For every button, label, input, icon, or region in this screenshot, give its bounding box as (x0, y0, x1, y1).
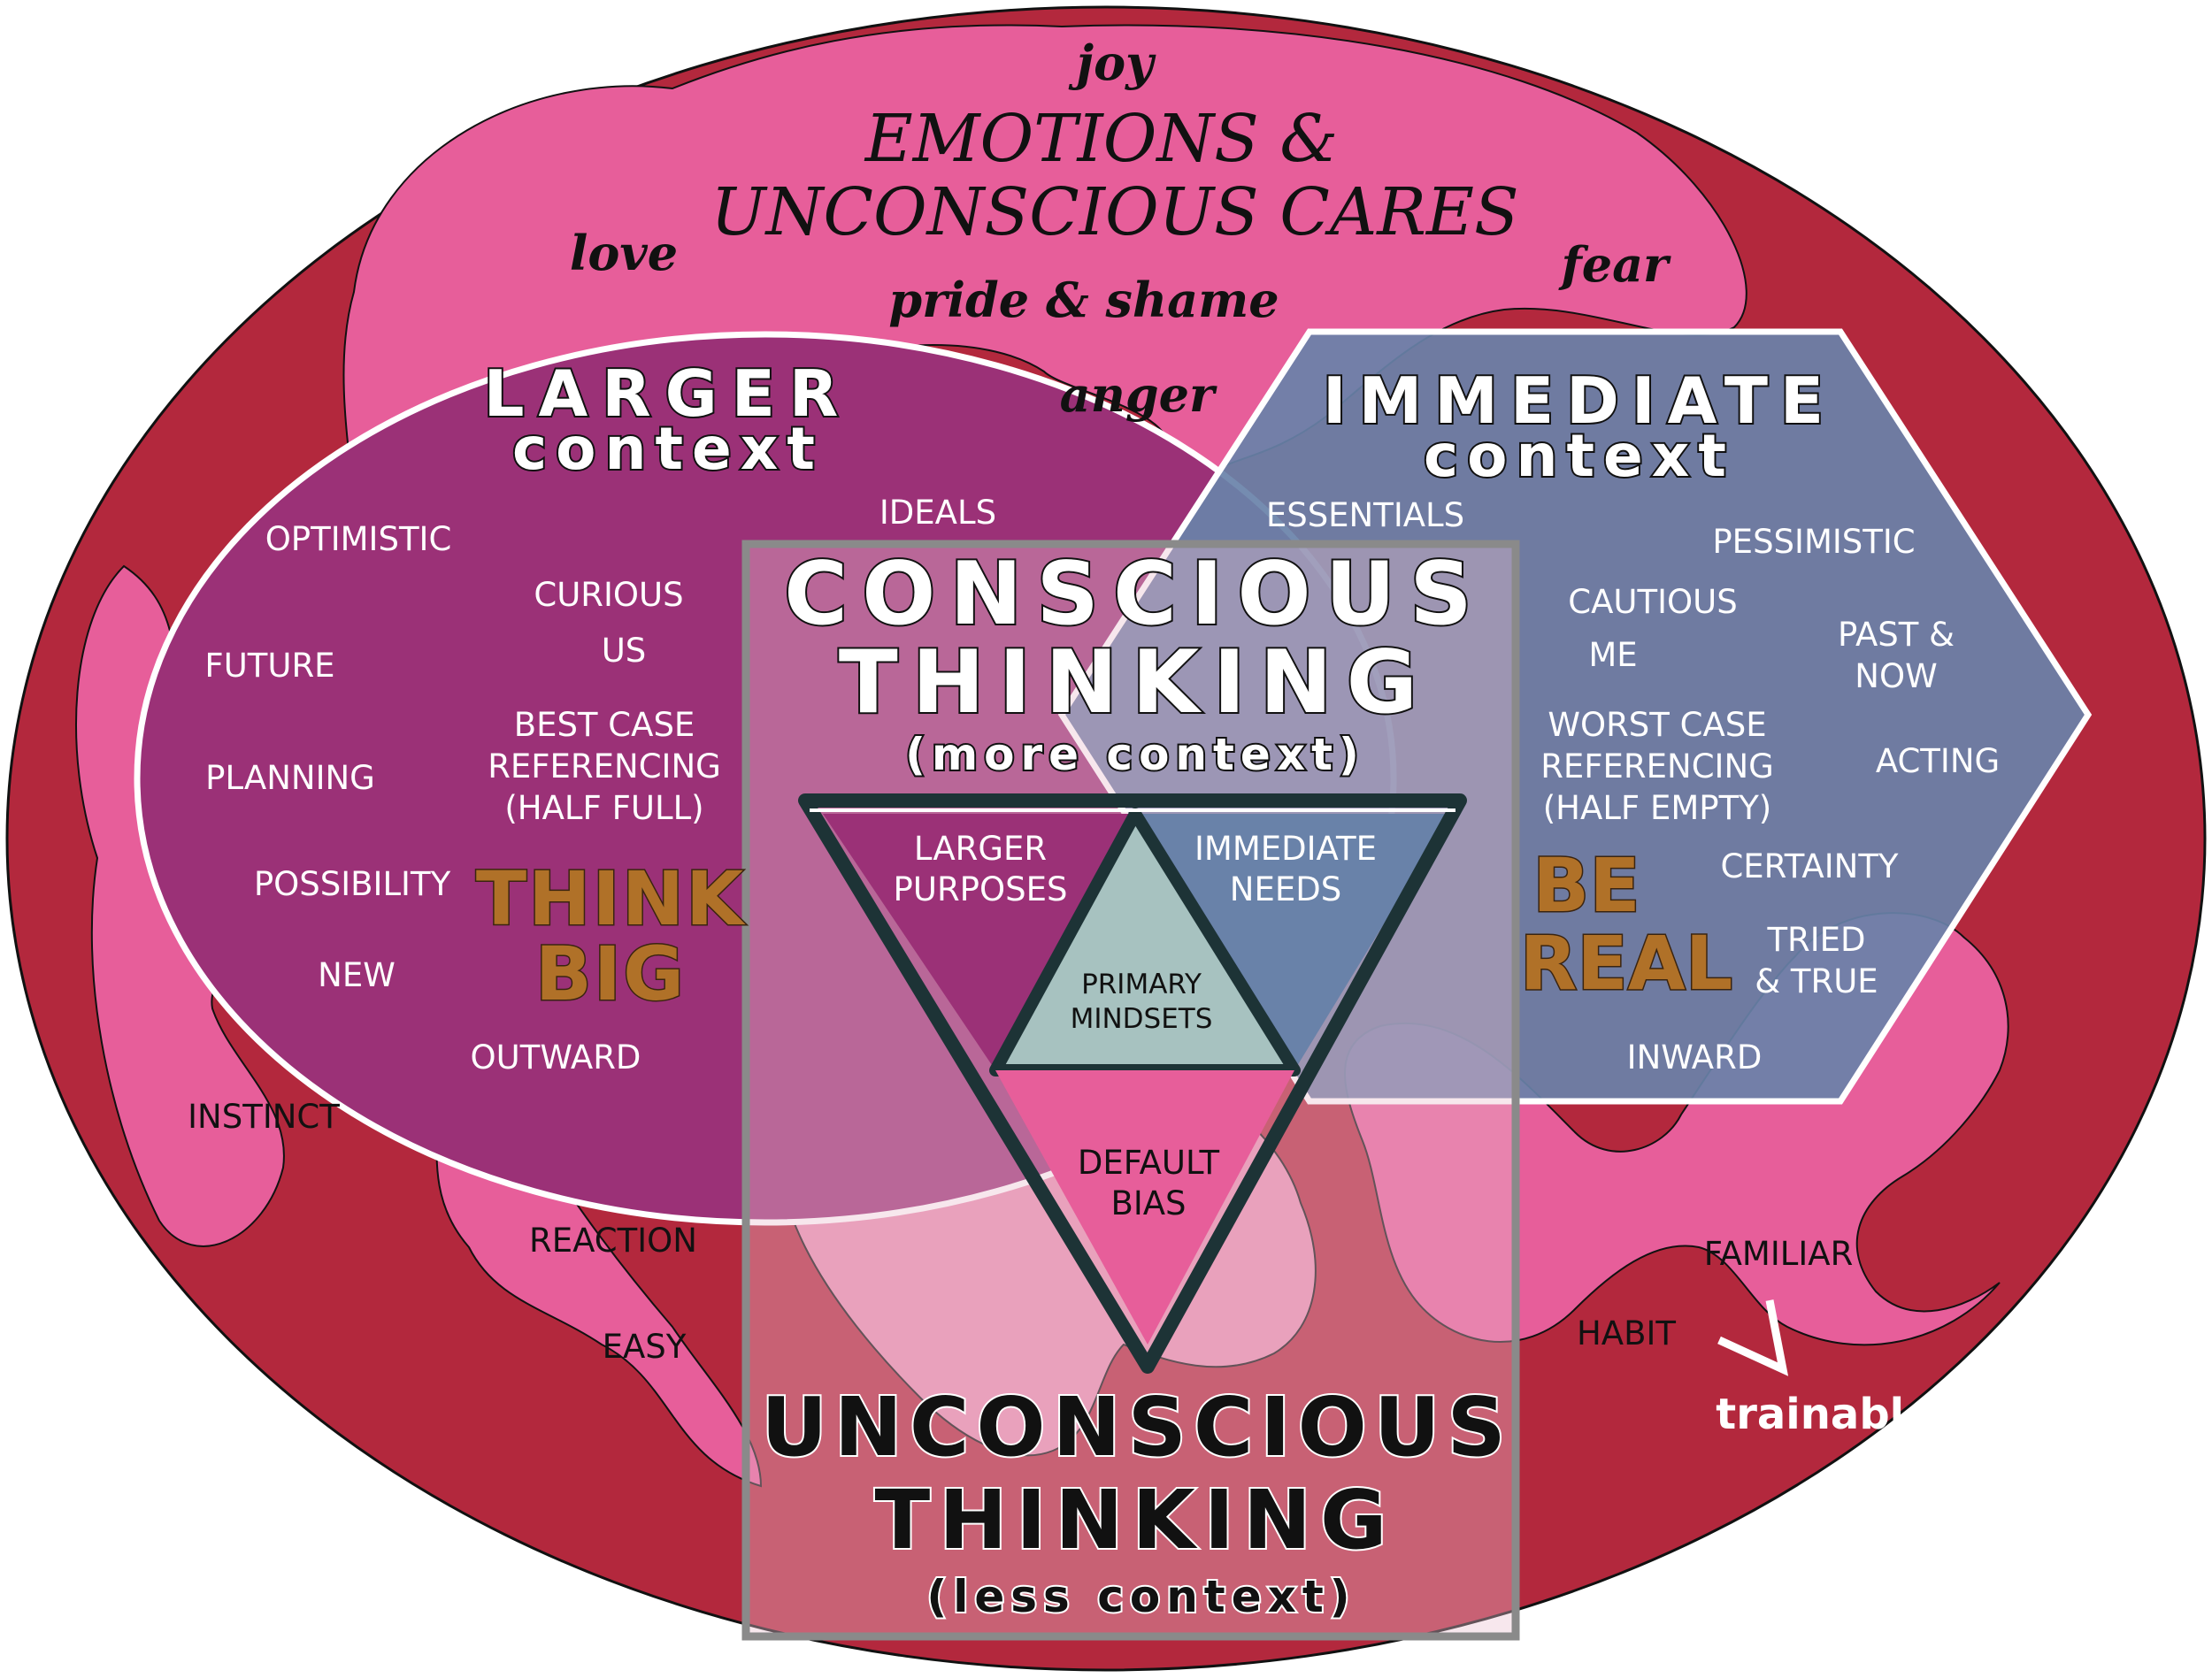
be-real-line2: REAL (1520, 920, 1733, 1007)
label-habit: HABIT (1577, 1314, 1676, 1352)
larger-curious: CURIOUS (534, 576, 683, 614)
label-instinct: INSTINCT (188, 1098, 340, 1136)
larger-context-title: LARGER (484, 356, 853, 431)
conscious-title-line1: CONSCIOUS (784, 544, 1486, 645)
emotion-love: love (570, 225, 678, 281)
larger-outward: OUTWARD (471, 1038, 641, 1077)
emotion-joy: joy (1069, 34, 1157, 91)
immediate-past-now-line2: NOW (1855, 657, 1937, 695)
immediate-worst-case-line1: WORST CASE (1548, 706, 1766, 744)
emotion-pride-shame: pride & shame (888, 272, 1279, 328)
triangle-outline (798, 793, 1467, 1374)
default-bias-section (995, 1070, 1294, 1345)
immediate-tried-true-line2: & TRUE (1755, 962, 1878, 1000)
immediate-tried-true-line1: TRIED (1766, 921, 1865, 959)
immediate-worst-case-line3: (HALF EMPTY) (1543, 789, 1771, 827)
label-reaction: REACTION (529, 1222, 697, 1260)
emotions-title-line1: EMOTIONS & (864, 101, 1339, 177)
be-real-line1: BE (1532, 842, 1640, 929)
emotion-anger: anger (1060, 366, 1217, 423)
think-big-line2: BIG (535, 931, 686, 1017)
habit-trainable-arrow (1717, 1299, 1789, 1376)
label-familiar: FAMILIAR (1704, 1235, 1854, 1273)
larger-purposes-section (823, 814, 1135, 1070)
larger-possibility: POSSIBILITY (254, 865, 451, 903)
immediate-certainty: CERTAINTY (1720, 847, 1898, 885)
larger-purposes-line1: LARGER (914, 830, 1047, 868)
label-easy: EASY (603, 1328, 687, 1366)
larger-best-case-line2: REFERENCING (488, 747, 721, 785)
label-trainable: trainable (1716, 1390, 1932, 1439)
immediate-context-title: IMMEDIATE (1323, 364, 1836, 438)
think-big-line1: THINK (476, 855, 746, 942)
larger-best-case-line1: BEST CASE (514, 706, 695, 744)
immediate-acting: ACTING (1876, 742, 2000, 780)
conscious-subtitle: (more context) (905, 729, 1365, 780)
immediate-past-now-line1: PAST & (1838, 616, 1955, 654)
primary-mindsets-line2: MINDSETS (1071, 1003, 1213, 1035)
immediate-pessimistic: PESSIMISTIC (1712, 523, 1915, 561)
larger-context-subtitle: context (512, 415, 824, 483)
larger-future: FUTURE (204, 647, 334, 685)
larger-optimistic: OPTIMISTIC (265, 520, 452, 558)
emotion-fear: fear (1557, 236, 1671, 293)
emotions-title-line2: UNCONSCIOUS CARES (710, 174, 1518, 250)
larger-purposes-line2: PURPOSES (894, 870, 1068, 908)
conscious-title-line2: THINKING (839, 632, 1432, 733)
immediate-worst-case-line2: REFERENCING (1540, 747, 1774, 785)
immediate-needs-section (1135, 814, 1451, 1070)
immediate-needs-line2: NEEDS (1230, 870, 1341, 908)
primary-mindsets-line1: PRIMARY (1081, 969, 1202, 1000)
immediate-inward: INWARD (1627, 1038, 1763, 1077)
larger-ideals: IDEALS (879, 494, 996, 532)
immediate-essentials: ESSENTIALS (1266, 496, 1464, 534)
default-bias-line1: DEFAULT (1078, 1144, 1220, 1182)
immediate-cautious: CAUTIOUS (1568, 583, 1737, 621)
immediate-me: ME (1588, 636, 1637, 674)
unconscious-subtitle: (less context) (926, 1571, 1356, 1622)
default-bias-line2: BIAS (1110, 1184, 1186, 1222)
larger-us: US (602, 632, 647, 670)
mindset-triangle (798, 793, 1467, 1374)
larger-new: NEW (318, 956, 396, 994)
larger-planning: PLANNING (205, 759, 375, 797)
larger-best-case-line3: (HALF FULL) (504, 789, 703, 827)
unconscious-title-line2: THINKING (874, 1473, 1395, 1567)
unconscious-title-line1: UNCONSCIOUS (761, 1380, 1513, 1475)
immediate-context-subtitle: context (1424, 422, 1735, 490)
immediate-needs-line1: IMMEDIATE (1194, 830, 1377, 868)
